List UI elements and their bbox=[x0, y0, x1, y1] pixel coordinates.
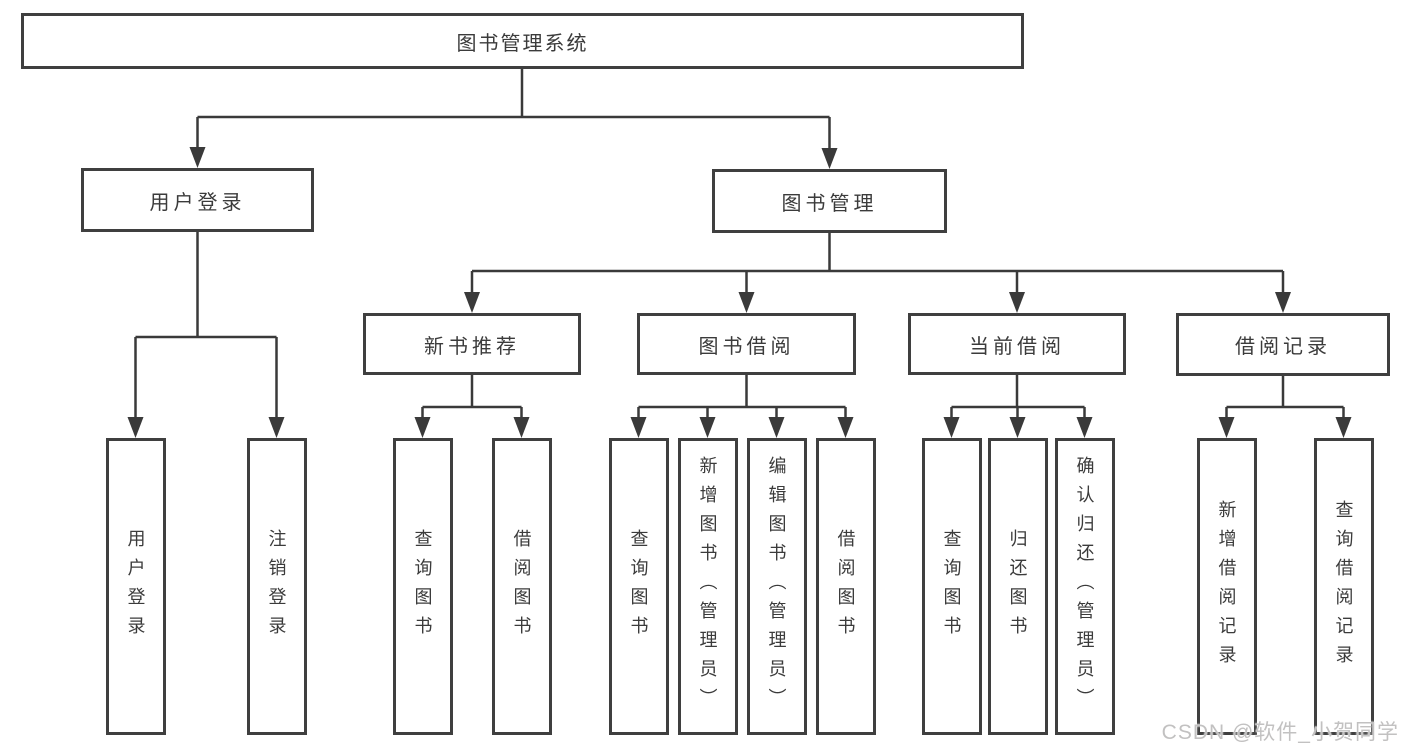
leaf-borrow-add-book: 新增图书（管理员） bbox=[677, 438, 738, 735]
node-user-login-label: 用户登录 bbox=[149, 191, 246, 214]
leaf-logout-label: 注销登录 bbox=[266, 528, 287, 645]
leaf-user-login-label: 用户登录 bbox=[125, 528, 146, 645]
leaf-recommend-query-book: 查询图书 bbox=[392, 438, 453, 735]
leaf-recommend-borrow-book-label: 借阅图书 bbox=[511, 528, 532, 645]
node-user-login: 用户登录 bbox=[81, 168, 314, 232]
node-root-label: 图书管理系统 bbox=[456, 32, 589, 55]
node-book-borrow: 图书借阅 bbox=[637, 313, 856, 375]
node-borrow-record-label: 借阅记录 bbox=[1235, 336, 1331, 358]
leaf-current-query-book-label: 查询图书 bbox=[941, 528, 962, 645]
node-book-management-label: 图书管理 bbox=[781, 192, 878, 215]
arrowheads bbox=[127, 147, 1352, 438]
leaf-record-add: 新增借阅记录 bbox=[1196, 438, 1257, 735]
leaf-logout: 注销登录 bbox=[246, 438, 307, 735]
leaf-current-return-book-label: 归还图书 bbox=[1007, 528, 1028, 645]
leaf-borrow-edit-book: 编辑图书（管理员） bbox=[746, 438, 807, 735]
leaf-record-query: 查询借阅记录 bbox=[1313, 438, 1374, 735]
leaf-recommend-borrow-book: 借阅图书 bbox=[491, 438, 552, 735]
leaf-borrow-query-book: 查询图书 bbox=[608, 438, 669, 735]
node-book-management: 图书管理 bbox=[712, 169, 947, 233]
leaf-current-return-book: 归还图书 bbox=[987, 438, 1048, 735]
leaf-current-confirm-return: 确认归还（管理员） bbox=[1054, 438, 1115, 735]
leaf-record-query-label: 查询借阅记录 bbox=[1333, 499, 1354, 674]
leaf-borrow-add-book-label: 新增图书（管理员） bbox=[697, 456, 718, 717]
leaf-current-query-book: 查询图书 bbox=[921, 438, 982, 735]
leaf-user-login: 用户登录 bbox=[105, 438, 166, 735]
node-new-book-recommend: 新书推荐 bbox=[363, 313, 581, 375]
leaf-borrow-borrow-book: 借阅图书 bbox=[815, 438, 876, 735]
node-book-borrow-label: 图书借阅 bbox=[698, 335, 795, 358]
node-current-borrow-label: 当前借阅 bbox=[969, 335, 1065, 358]
leaf-record-add-label: 新增借阅记录 bbox=[1216, 499, 1237, 674]
leaf-borrow-edit-book-label: 编辑图书（管理员） bbox=[766, 456, 787, 717]
node-borrow-record: 借阅记录 bbox=[1176, 313, 1390, 376]
csdn-watermark: CSDN @软件_小贺同学 bbox=[1161, 721, 1399, 744]
node-root: 图书管理系统 bbox=[21, 13, 1024, 69]
leaf-borrow-borrow-book-label: 借阅图书 bbox=[835, 528, 856, 645]
leaf-recommend-query-book-label: 查询图书 bbox=[412, 528, 433, 645]
node-current-borrow: 当前借阅 bbox=[908, 313, 1126, 375]
node-new-book-recommend-label: 新书推荐 bbox=[424, 335, 520, 358]
leaf-current-confirm-return-label: 确认归还（管理员） bbox=[1074, 456, 1095, 717]
leaf-borrow-query-book-label: 查询图书 bbox=[628, 528, 649, 645]
